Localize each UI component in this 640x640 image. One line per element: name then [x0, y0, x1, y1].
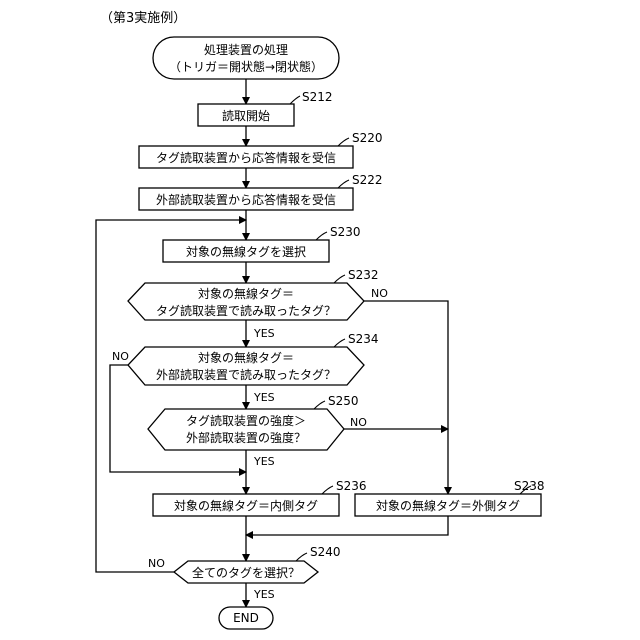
s250-yes-label: YES — [253, 455, 275, 468]
s250-no-label: NO — [350, 416, 367, 429]
step-s222-text: 外部読取装置から応答情報を受信 — [156, 192, 336, 207]
decision-s250-line1: タグ読取装置の強度＞ — [186, 413, 306, 428]
s232-leader — [334, 275, 345, 283]
step-s238-text: 対象の無線タグ＝外側タグ — [376, 498, 520, 513]
step-s212-id: S212 — [302, 90, 333, 104]
arrow-s232-no-to-s238 — [364, 301, 448, 494]
step-s234-id: S234 — [348, 332, 379, 346]
step-s222-id: S222 — [352, 173, 383, 187]
decision-s232-line2: タグ読取装置で読み取ったタグ？ — [156, 303, 336, 318]
s234-no-label: NO — [112, 350, 129, 363]
decision-s240-text: 全てのタグを選択？ — [192, 565, 300, 580]
s240-no-label: NO — [148, 557, 165, 570]
step-s220-id: S220 — [352, 131, 383, 145]
decision-s234-line2: 外部読取装置で読み取ったタグ？ — [156, 367, 336, 382]
s234-yes-label: YES — [253, 391, 275, 404]
step-s220-text: タグ読取装置から応答情報を受信 — [156, 150, 336, 165]
step-s236-id: S236 — [336, 479, 367, 493]
s212-leader — [290, 96, 300, 104]
s232-yes-label: YES — [253, 327, 275, 340]
step-s212-text: 読取開始 — [222, 108, 270, 123]
s236-leader — [322, 486, 333, 494]
step-s236-text: 対象の無線タグ＝内側タグ — [174, 498, 318, 513]
step-s238-id: S238 — [514, 479, 545, 493]
step-s230-id: S230 — [330, 225, 361, 239]
figure-caption: （第3実施例） — [100, 10, 186, 26]
s240-yes-label: YES — [253, 588, 275, 601]
step-s232-id: S232 — [348, 268, 379, 282]
start-trigger: （トリガ＝開状態→閉状態） — [169, 59, 323, 74]
s250-leader — [314, 401, 325, 409]
s222-leader — [338, 180, 349, 188]
decision-s232-line1: 対象の無線タグ＝ — [198, 286, 294, 301]
step-s250-id: S250 — [328, 394, 359, 408]
arrow-s240-no-loop — [96, 220, 246, 572]
start-title: 処理装置の処理 — [204, 43, 288, 57]
step-s230-text: 対象の無線タグを選択 — [186, 244, 306, 259]
s240-leader — [296, 553, 307, 561]
s232-no-label: NO — [371, 287, 388, 300]
decision-s250-line2: 外部読取装置の強度？ — [186, 430, 306, 445]
arrow-s238-merge — [246, 516, 448, 535]
s234-leader — [334, 339, 345, 347]
end-text: END — [233, 611, 259, 625]
s230-leader — [316, 232, 327, 240]
decision-s234-line1: 対象の無線タグ＝ — [198, 350, 294, 365]
step-s240-id: S240 — [310, 545, 341, 559]
s220-leader — [338, 138, 349, 146]
